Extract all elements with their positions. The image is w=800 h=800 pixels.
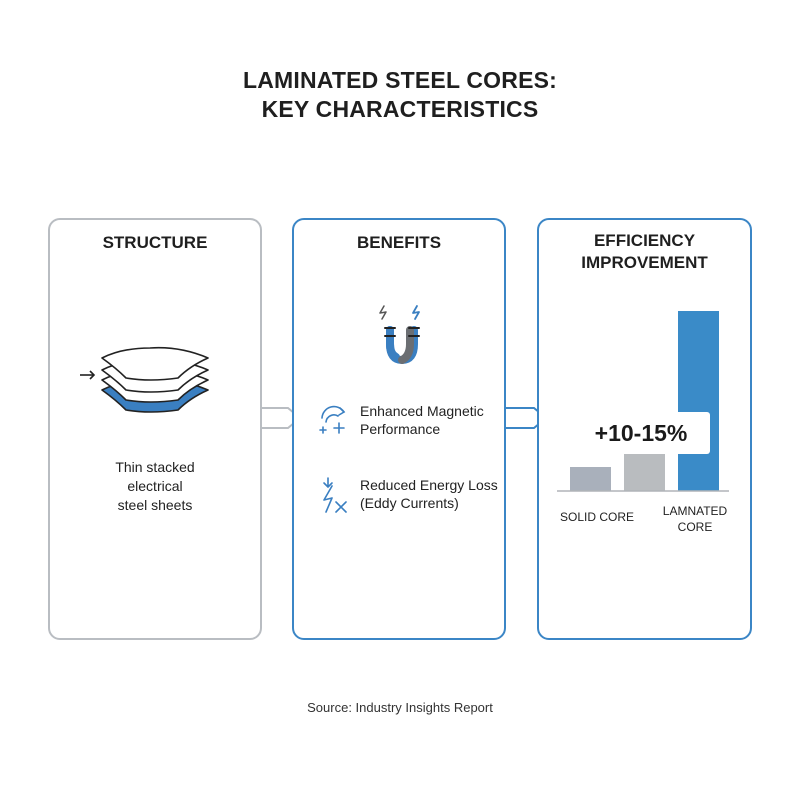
benefit-line: Reduced Energy Loss xyxy=(360,477,498,493)
chart-bar-2 xyxy=(624,451,665,491)
benefit-line: (Eddy Currents) xyxy=(360,495,459,511)
description-line: electrical xyxy=(127,478,183,494)
heading-line: EFFICIENCY xyxy=(593,231,696,250)
structure-description: Thin stacked electrical steel sheets xyxy=(50,458,260,515)
sheet-top xyxy=(101,346,209,381)
bar-label-laminated: LAMNATED CORE xyxy=(650,503,740,535)
heading-line: IMPROVEMENT xyxy=(581,253,708,272)
description-line: steel sheets xyxy=(117,497,193,513)
benefit-line: Enhanced Magnetic xyxy=(360,403,484,419)
description-line: Thin stacked xyxy=(115,459,195,475)
benefit-item-energy: Reduced Energy Loss (Eddy Currents) xyxy=(360,476,498,512)
energy-loss-icon xyxy=(323,477,347,513)
stacked-sheets-icon xyxy=(80,346,209,413)
page-title: LAMINATED STEEL CORES: KEY CHARACTERISTI… xyxy=(0,66,800,124)
improvement-callout: +10-15% xyxy=(572,412,710,454)
label-line: CORE xyxy=(677,520,713,534)
label-line: LAMNATED xyxy=(662,504,728,518)
chart-bar-3 xyxy=(678,311,719,491)
arrow-icon xyxy=(80,370,96,380)
benefits-heading: BENEFITS xyxy=(356,233,442,252)
benefit-line: Performance xyxy=(360,421,441,437)
efficiency-heading: EFFICIENCY IMPROVEMENT xyxy=(539,230,750,274)
source-note: Source: Industry Insights Report xyxy=(307,700,493,715)
magnet-icon xyxy=(379,305,420,364)
title-line-1: LAMINATED STEEL CORES: xyxy=(242,67,558,93)
structure-panel: STRUCTURE Thin stacked electrical steel … xyxy=(48,218,262,640)
benefit-item-magnetic: Enhanced Magnetic Performance xyxy=(360,402,484,438)
structure-heading: STRUCTURE xyxy=(102,233,208,252)
magnetic-field-icon xyxy=(319,405,346,434)
chart-bar-1 xyxy=(570,467,611,491)
bar-label-solid: SOLID CORE xyxy=(559,510,634,524)
title-line-2: KEY CHARACTERISTICS xyxy=(261,96,539,122)
benefits-panel: BENEFITS Enhanced Magnetic Performance xyxy=(292,218,506,640)
